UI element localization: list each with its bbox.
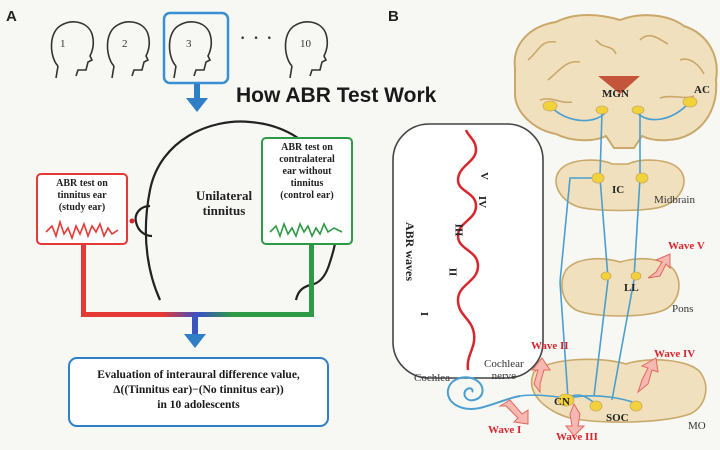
head-2-number: 2	[122, 38, 128, 50]
cn-label: CN	[554, 396, 570, 408]
center-label-line-1: Unilateral	[195, 188, 253, 203]
evaluation-line-2: Δ((Tinnitus ear)−(No tinnitus ear))	[113, 384, 284, 396]
wave-i-label: Wave I	[488, 424, 522, 436]
cochlear-nerve-label: Cochlear nerve	[484, 358, 524, 382]
cochlear-nerve-line-1: Cochlear	[484, 358, 524, 370]
cortex-shape	[513, 14, 718, 149]
control-ear-line-1: ABR test on	[281, 142, 333, 153]
head-10-icon	[284, 21, 329, 79]
wave-iv-label: Wave IV	[654, 348, 696, 360]
midbrain-label: Midbrain	[654, 194, 695, 206]
control-ear-text: ABR test on contralateral ear without ti…	[263, 142, 351, 202]
mo-label: MO	[688, 420, 706, 432]
soc-label: SOC	[606, 412, 629, 424]
evaluation-line-3: in 10 adolescents	[157, 399, 240, 411]
merge-bar	[81, 312, 314, 317]
wave-v-label: Wave V	[668, 240, 705, 252]
study-ear-line-2: tinnitus ear	[57, 190, 107, 201]
evaluation-line-1: Evaluation of interaural difference valu…	[97, 369, 300, 381]
head-1-number: 1	[60, 38, 66, 50]
wave-iii-label: Wave III	[556, 431, 598, 443]
wave-numeral-ii: II	[446, 267, 459, 277]
nuclei	[542, 96, 698, 412]
panel-b-label: B	[388, 8, 399, 25]
center-label-line-2: tinnitus	[202, 203, 246, 218]
control-ear-line-3: ear without	[282, 166, 332, 177]
head-1-icon	[50, 21, 95, 79]
control-ear-line-5: (control ear)	[280, 190, 334, 201]
headline: How ABR Test Work	[236, 84, 437, 107]
merge-arrow	[184, 316, 206, 348]
abr-waves-label: ABR waves	[403, 222, 417, 281]
ac-label: AC	[694, 84, 710, 96]
head-3-icon	[168, 21, 213, 79]
study-ear-waveform	[45, 219, 119, 241]
pons-label: Pons	[672, 303, 694, 315]
control-ear-waveform	[269, 221, 343, 239]
head-3-number: 3	[186, 38, 192, 50]
midbrain-shape	[555, 159, 685, 212]
control-ear-box	[261, 137, 353, 245]
ellipsis: · · ·	[240, 30, 275, 47]
head-10-number: 10	[300, 38, 311, 50]
wave-numeral-v: V	[477, 172, 490, 180]
wave-numeral-iii: III	[452, 223, 465, 237]
pons-shape	[561, 257, 680, 317]
center-label: Unilateral tinnitus	[184, 188, 264, 218]
ic-label: IC	[612, 184, 625, 196]
control-ear-line-4: tinnitus	[290, 178, 324, 189]
wave-ii-label: Wave II	[531, 340, 569, 352]
cochlea-label: Cochlea	[414, 372, 451, 384]
mgn-label: MGN	[602, 88, 629, 100]
abr-waveform	[456, 129, 480, 371]
control-ear-line-2: contralateral	[279, 154, 335, 165]
ll-label: LL	[624, 282, 639, 294]
cochlea-icon	[446, 376, 521, 410]
evaluation-text: Evaluation of interaural difference valu…	[70, 368, 327, 413]
wave-numeral-iv: IV	[476, 195, 489, 209]
study-ear-line-3: (study ear)	[58, 202, 106, 213]
study-ear-line-1: ABR test on	[56, 178, 108, 189]
selection-arrow	[186, 84, 208, 112]
evaluation-box	[68, 357, 329, 427]
wave-arrows	[498, 253, 671, 437]
head-2-icon	[106, 21, 151, 79]
cochlear-nerve-line-2: nerve	[491, 370, 517, 382]
left-connector	[81, 244, 86, 316]
wave-numeral-i: I	[418, 311, 431, 317]
auditory-pathway	[519, 103, 689, 405]
selected-subject-frame	[162, 11, 230, 85]
study-ear-text: ABR test on tinnitus ear (study ear)	[38, 178, 126, 214]
panel-a-label: A	[6, 8, 17, 25]
right-connector	[309, 244, 314, 316]
